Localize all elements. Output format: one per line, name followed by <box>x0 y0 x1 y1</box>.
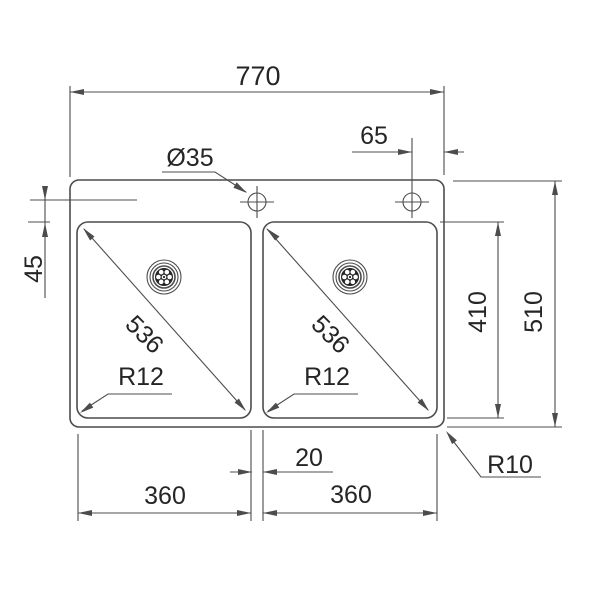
left-drain-mid-ring <box>149 262 179 292</box>
hole-diameter-label: Ø35 <box>166 144 213 172</box>
sink-outer-outline <box>69 179 445 428</box>
right-bowl-radius-callout: R12 <box>266 363 358 413</box>
dim-center-gap-label: 20 <box>295 444 323 472</box>
right-bowl-outline <box>262 221 438 419</box>
left-bowl-radius-callout: R12 <box>80 363 172 413</box>
dim-left-bowl-diagonal: 536 <box>83 228 246 411</box>
dim-left-bowl-width-label: 360 <box>144 482 186 510</box>
dim-overall-depth: 510 <box>447 180 562 428</box>
dim-overall-width: 770 <box>69 61 445 177</box>
dim-left-bowl-width: 360 <box>78 482 251 516</box>
left-bowl-outline <box>76 221 252 419</box>
dim-overall-width-label: 770 <box>235 61 280 91</box>
dim-hole-offset-label: 65 <box>360 122 388 150</box>
bottom-extension-lines <box>77 430 438 521</box>
dim-bowl-length: 410 <box>440 221 504 419</box>
right-drain-inner-ring <box>338 265 362 289</box>
dim-hole-offset: 65 <box>352 122 464 155</box>
left-bowl-radius-label: R12 <box>118 363 164 391</box>
dim-right-bowl-diagonal-label: 536 <box>306 310 355 359</box>
right-drain <box>332 259 368 295</box>
right-faucet-hole <box>395 138 429 218</box>
right-drain-mid-ring <box>335 262 365 292</box>
outer-radius-callout: R10 <box>446 431 541 479</box>
left-drain <box>146 259 182 295</box>
hole-diameter-callout: Ø35 <box>162 144 247 193</box>
dim-center-gap: 20 <box>230 444 333 475</box>
dim-right-bowl-width-label: 360 <box>330 481 372 509</box>
left-drain-inner-ring <box>152 265 176 289</box>
dim-bowl-length-label: 410 <box>464 291 492 333</box>
outer-radius-label: R10 <box>487 451 533 479</box>
dim-overall-depth-label: 510 <box>520 291 548 333</box>
dim-left-bowl-diagonal-label: 536 <box>120 310 169 359</box>
right-bowl-radius-label: R12 <box>304 363 350 391</box>
dim-rim-to-bowl-label: 45 <box>20 255 48 283</box>
left-faucet-hole <box>240 186 274 218</box>
dim-rim-to-bowl: 45 <box>20 186 137 298</box>
right-drain-outer-ring <box>332 259 368 295</box>
sink-outline-group <box>69 179 445 428</box>
left-drain-outer-ring <box>146 259 182 295</box>
dim-right-bowl-width: 360 <box>263 481 437 516</box>
